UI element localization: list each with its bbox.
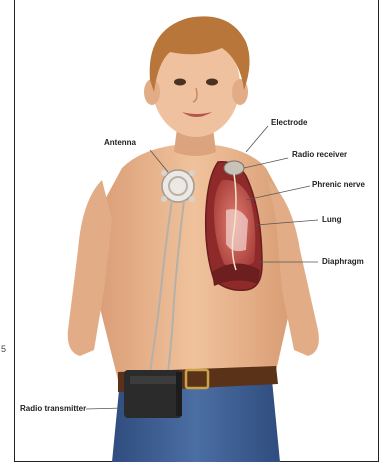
- radio-receiver: [224, 161, 244, 175]
- left-arm: [68, 180, 112, 356]
- label-antenna: Antenna: [104, 138, 136, 147]
- torso: [96, 145, 293, 380]
- label-lung: Lung: [322, 215, 342, 224]
- label-electrode: Electrode: [271, 118, 307, 127]
- left-eye: [174, 79, 186, 86]
- transmitter-side: [176, 372, 182, 416]
- label-radio-transmitter: Radio transmitter: [20, 404, 86, 413]
- lung-highlight: [226, 209, 248, 251]
- right-eye: [206, 79, 218, 86]
- label-radio-receiver: Radio receiver: [292, 150, 347, 159]
- label-diaphragm: Diaphragm: [322, 257, 364, 266]
- label-phrenic-nerve: Phrenic nerve: [312, 180, 365, 189]
- transmitter-panel: [130, 376, 176, 384]
- antenna-icon: [161, 170, 195, 202]
